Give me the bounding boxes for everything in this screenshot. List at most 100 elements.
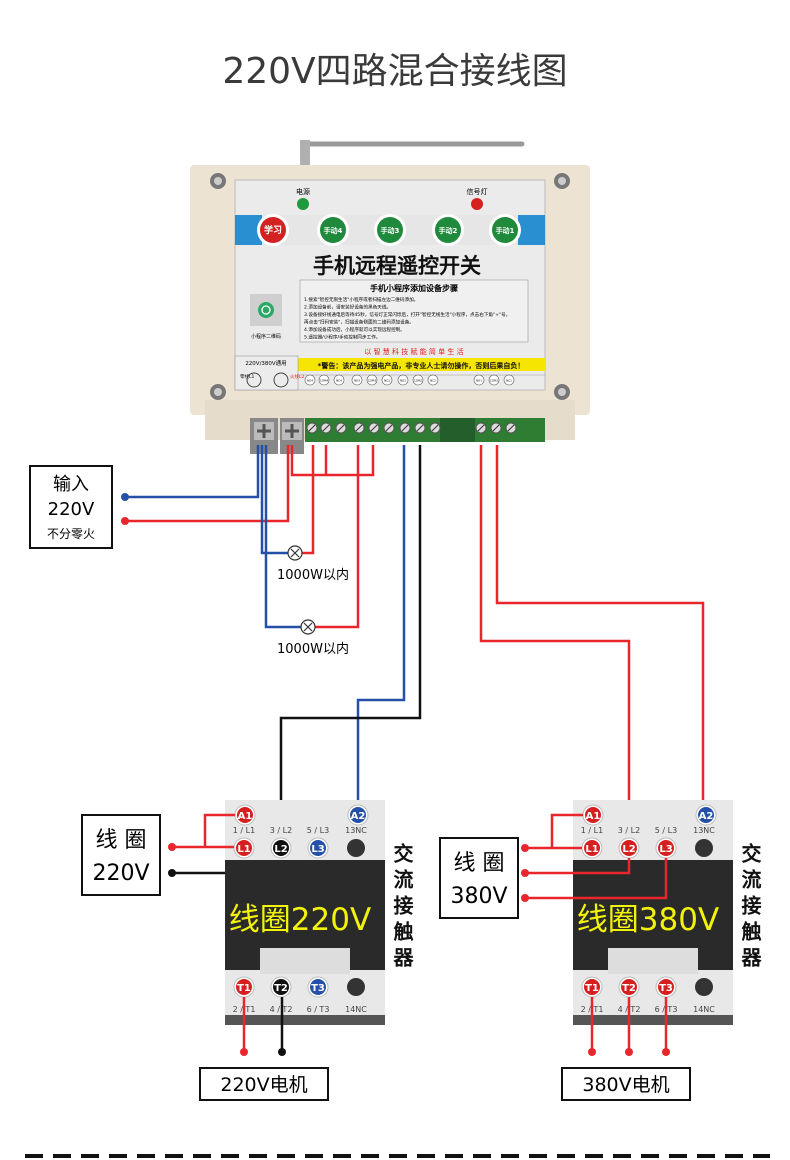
page-title: 220V四路混合接线图 <box>222 51 567 92</box>
contactor-type-label: 交流接触器 <box>738 843 762 973</box>
motor-wire-dot <box>588 1048 596 1056</box>
terminal-a2[interactable]: A2 <box>695 804 717 826</box>
step-text: 再点击"扫码安装"，扫描设备侧面的二维码添加设备。 <box>304 319 414 326</box>
button-label: 手动3 <box>381 226 400 235</box>
button-label: 手动4 <box>324 226 343 235</box>
qr-label: 小程序二维码 <box>251 333 281 340</box>
terminal-a2[interactable]: A2 <box>347 804 369 826</box>
supply-dot <box>521 844 529 852</box>
screw-terminal-icon <box>368 422 380 434</box>
supply-dot <box>521 894 529 902</box>
button-label: 学习 <box>264 224 282 236</box>
motor-label-box: 380V电机 <box>561 1067 691 1101</box>
terminal-bottom-label: 14NC <box>345 1005 367 1014</box>
terminal-nc-screw-icon <box>347 839 365 857</box>
motor-label-box: 220V电机 <box>199 1067 329 1101</box>
terminal-load-1[interactable]: T1 <box>581 976 603 998</box>
terminal-id: A2 <box>351 811 366 822</box>
terminal-load-2[interactable]: T2 <box>618 976 640 998</box>
terminal-line-1[interactable]: L1 <box>581 837 603 859</box>
mount-screw-icon <box>554 173 570 189</box>
terminal-load-3[interactable]: T3 <box>655 976 677 998</box>
terminal-bottom-label: 14NC <box>693 1005 715 1014</box>
terminal-id: T3 <box>659 983 673 994</box>
steps-title: 手机小程序添加设备步骤 <box>370 283 458 293</box>
terminal-label-circle <box>503 374 515 386</box>
screw-terminal-icon <box>414 422 426 434</box>
button-手动1[interactable]: 手动1 <box>489 214 521 246</box>
coil-label: 线 圈 <box>96 828 147 853</box>
screw-terminal-icon <box>399 422 411 434</box>
terminal-id: L2 <box>274 844 287 855</box>
terminal-id: T1 <box>585 983 599 994</box>
lamp-x-circle-icon <box>300 619 316 635</box>
power-led <box>297 198 309 210</box>
terminal-label: COM1 <box>490 379 499 383</box>
supply-dot <box>168 869 176 877</box>
terminal-label: NO1 <box>476 379 482 383</box>
terminal-line-3[interactable]: L3 <box>655 837 677 859</box>
coil-voltage: 220V <box>92 861 149 886</box>
steps-box <box>299 279 529 343</box>
terminal-label: NC3 <box>384 379 390 383</box>
terminal-label-circle <box>333 374 345 386</box>
lamp-power-label: 1000W以内 <box>277 567 349 583</box>
signal-led-label: 信号灯 <box>467 187 488 196</box>
lamp1-neutral-wire <box>260 445 288 555</box>
terminal-label-circle <box>397 374 409 386</box>
terminal-load-1[interactable]: T1 <box>233 976 255 998</box>
motor-label: 220V电机 <box>220 1074 307 1096</box>
coil-voltage: 380V <box>450 884 507 909</box>
terminal-label: COM2 <box>414 379 423 383</box>
button-label: 手动2 <box>439 226 458 235</box>
terminal-label: NO4 <box>307 379 313 383</box>
screw-terminal-icon <box>282 422 302 440</box>
button-手动3[interactable]: 手动3 <box>374 214 406 246</box>
screw-terminal-icon <box>475 422 487 434</box>
terminal-line-1[interactable]: L1 <box>233 837 255 859</box>
terminal-load-2[interactable]: T2 <box>270 976 292 998</box>
terminal-label-circle <box>366 374 378 386</box>
terminal-top-label: 3 / L2 <box>270 826 292 835</box>
terminal-a1[interactable]: A1 <box>234 804 256 826</box>
terminal-load-3[interactable]: T3 <box>307 976 329 998</box>
step-text: 4.添加设备成功后，小程序就可以实现远程控制。 <box>304 326 405 333</box>
terminal-top-label: 1 / L1 <box>581 826 603 835</box>
step-text: 5.遥控器/小程序/手动控制同步工作。 <box>304 334 380 341</box>
step-text: 2.添加设备前，请安装好设备的黑色天线。 <box>304 304 391 311</box>
terminal-top-label: 13NC <box>693 826 715 835</box>
coil-label: 线 圈 <box>454 851 505 876</box>
step-text: 3.设备接好线通电后等待45秒，信号灯正常闪烁后，打开"智控无线生活"小程序，点… <box>304 311 510 318</box>
motor-wire-dot <box>662 1048 670 1056</box>
slogan: 以 智 慧 科 技 赋 能 简 单 生 活 <box>364 347 463 356</box>
lamp2-neutral-wire <box>264 445 301 629</box>
button-label: 手动1 <box>496 226 515 235</box>
terminal-top-label: 3 / L2 <box>618 826 640 835</box>
button-手动2[interactable]: 手动2 <box>432 214 464 246</box>
terminal-line-2[interactable]: L2 <box>270 837 292 859</box>
terminal-id: L2 <box>622 844 635 855</box>
lamp-power-label: 1000W以内 <box>277 641 349 657</box>
motor-label: 380V电机 <box>582 1074 669 1096</box>
mount-screw-icon <box>210 384 226 400</box>
button-学习[interactable]: 学习 <box>257 214 289 246</box>
terminal-a1[interactable]: A1 <box>582 804 604 826</box>
warning-strip <box>298 358 545 371</box>
terminal-nc-screw-icon <box>347 978 365 996</box>
input-label: 输入 <box>53 474 89 495</box>
terminal-line-3[interactable]: L3 <box>307 837 329 859</box>
contactor-type-label: 交流接触器 <box>390 843 414 973</box>
device-name: 手机远程遥控开关 <box>313 254 481 278</box>
coil-voltage-overlay: 线圈220V <box>229 902 371 938</box>
button-手动4[interactable]: 手动4 <box>317 214 349 246</box>
screw-terminal-icon <box>505 422 517 434</box>
input-voltage: 220V <box>48 499 95 520</box>
terminal-top-label: 5 / L3 <box>307 826 329 835</box>
supply-wire-l3 <box>525 858 668 900</box>
terminal-label-circle <box>412 374 424 386</box>
terminal-line-2[interactable]: L2 <box>618 837 640 859</box>
terminal-id: T1 <box>237 983 251 994</box>
terminal-top-label: 13NC <box>345 826 367 835</box>
screw-terminal-icon <box>335 422 347 434</box>
